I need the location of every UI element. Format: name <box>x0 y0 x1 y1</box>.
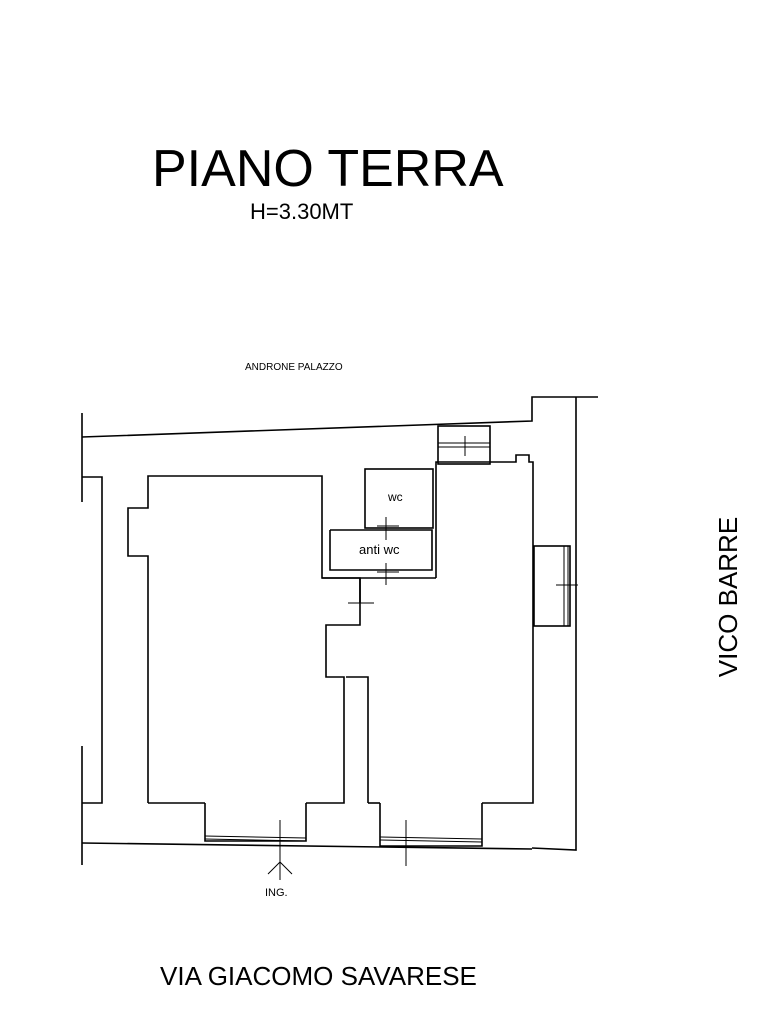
entrance-label: ING. <box>265 887 288 899</box>
wc-label: wc <box>387 490 403 504</box>
hallway-label: ANDRONE PALAZZO <box>245 362 343 373</box>
anti-wc-label: anti wc <box>359 542 400 557</box>
side-window <box>533 545 578 627</box>
bottom-right-opening <box>379 803 483 866</box>
page-title: PIANO TERRA <box>152 140 504 198</box>
left-room <box>127 475 361 804</box>
ceiling-height: H=3.30MT <box>250 199 354 224</box>
bottom-left-opening <box>204 803 307 862</box>
street-bottom-label: VIA GIACOMO SAVARESE <box>160 961 477 991</box>
wc-rooms: wc anti wc <box>322 468 436 617</box>
street-side-label: VICO BARRE <box>713 516 743 678</box>
top-window <box>437 425 491 465</box>
outer-walls <box>81 396 598 865</box>
entrance-arrow: ING. <box>265 861 293 899</box>
right-room <box>346 454 534 804</box>
